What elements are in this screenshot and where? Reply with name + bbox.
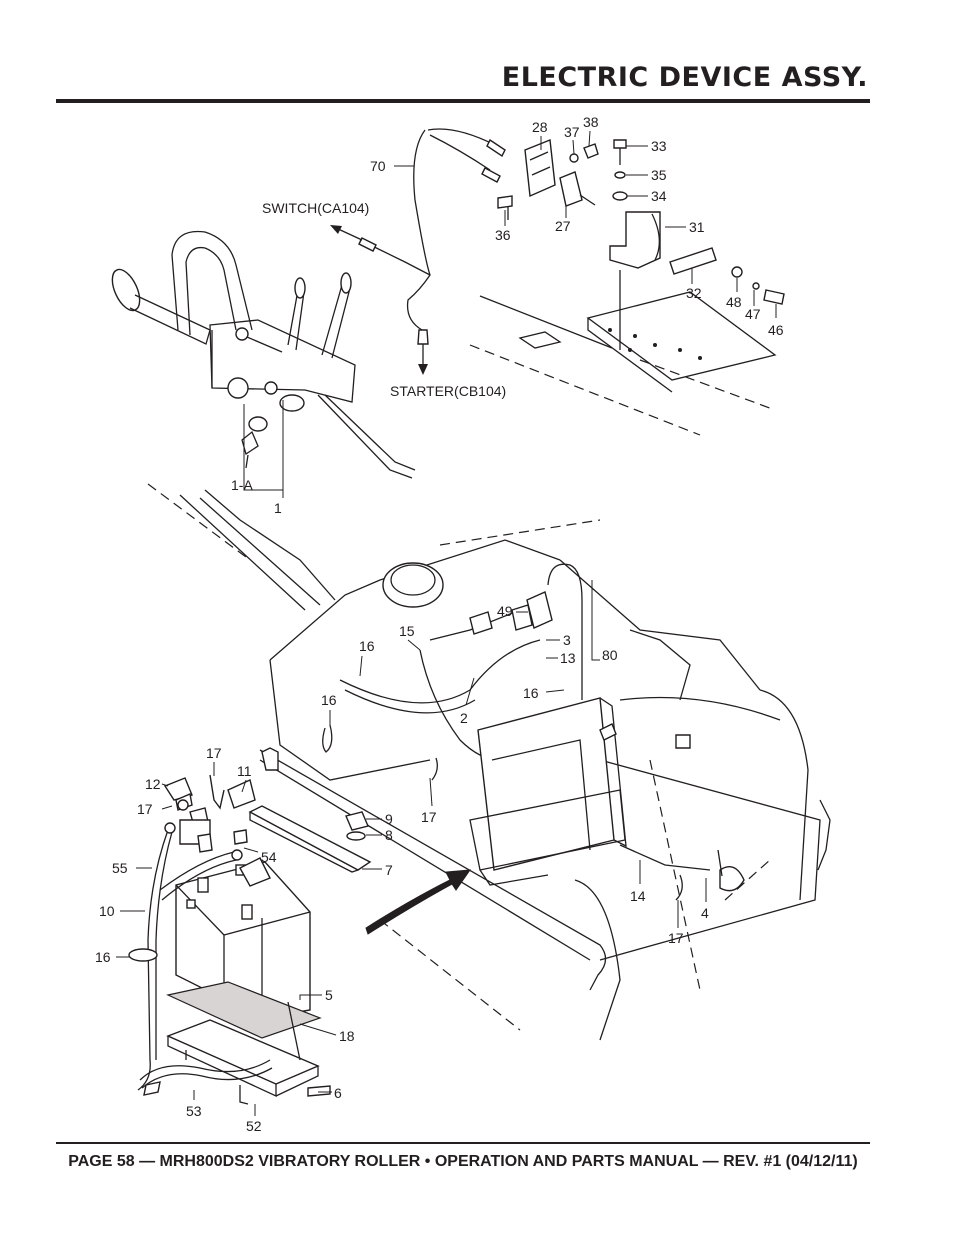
callout-36: 36 [495, 227, 511, 243]
page-footer: PAGE 58 — MRH800DS2 VIBRATORY ROLLER • O… [68, 1153, 858, 1170]
callout-38: 38 [583, 114, 599, 130]
callout-54: 54 [261, 849, 277, 865]
callout-17-right: 17 [668, 930, 684, 946]
callout-52: 52 [246, 1118, 262, 1134]
callout-49: 49 [497, 603, 513, 619]
battery-cables [128, 822, 273, 1096]
footer-rule [56, 1142, 870, 1144]
callout-16-top: 16 [359, 638, 375, 654]
callout-11: 11 [237, 763, 252, 779]
callout-28: 28 [532, 119, 548, 135]
battery-exploded [175, 857, 311, 1019]
relay-bracket-assembly [497, 139, 785, 350]
callout-48: 48 [726, 294, 742, 310]
control-handle-assembly [111, 230, 416, 561]
connection-arrows [330, 225, 428, 375]
callout-32: 32 [686, 285, 702, 301]
callout-10: 10 [99, 903, 115, 919]
switch-connection-label: SWITCH(CA104) [262, 200, 369, 216]
callout-2: 2 [460, 710, 468, 726]
leader-lines [116, 130, 777, 1116]
page-title: ELECTRIC DEVICE ASSY. [501, 62, 868, 93]
callout-37: 37 [564, 124, 580, 140]
small-hardware [163, 774, 369, 1097]
callout-12: 12 [145, 776, 161, 792]
callout-17-top: 17 [206, 745, 222, 761]
callout-70: 70 [370, 158, 386, 174]
callout-17-mid: 17 [421, 809, 437, 825]
callout-53: 53 [186, 1103, 202, 1119]
callout-3: 3 [563, 632, 571, 648]
callout-5: 5 [325, 987, 333, 1003]
cable-70 [358, 128, 506, 345]
callout-35: 35 [651, 167, 667, 183]
callout-47: 47 [745, 306, 761, 322]
connection-labels: SWITCH(CA104) STARTER(CB104) [262, 200, 506, 399]
callout-16-left: 16 [321, 692, 337, 708]
harness-and-battery-installed [322, 563, 745, 901]
callout-8: 8 [385, 827, 393, 843]
callout-31: 31 [689, 219, 705, 235]
callout-33: 33 [651, 138, 667, 154]
part-callouts: 70 28 37 38 33 35 34 36 27 31 32 48 47 4… [95, 114, 784, 1134]
callout-18: 18 [339, 1028, 355, 1044]
callout-16-mid: 16 [523, 685, 539, 701]
callout-16-bottom: 16 [95, 949, 111, 965]
callout-17-left: 17 [137, 801, 153, 817]
callout-1: 1 [274, 500, 282, 516]
machine-body [179, 489, 831, 1041]
callout-15: 15 [399, 623, 415, 639]
chassis-plate-upper [469, 291, 777, 436]
callout-55: 55 [112, 860, 128, 876]
title-rule [56, 99, 870, 103]
battery-mat [166, 981, 322, 1039]
direction-arrow [365, 869, 472, 935]
callout-34: 34 [651, 188, 667, 204]
callout-7: 7 [385, 862, 393, 878]
callout-46: 46 [768, 322, 784, 338]
callout-6: 6 [334, 1085, 342, 1101]
callout-9: 9 [385, 811, 393, 827]
starter-connection-label: STARTER(CB104) [390, 383, 506, 399]
callout-13: 13 [560, 650, 576, 666]
callout-1-a: 1-A [231, 477, 253, 493]
hold-down-bracket [248, 747, 372, 873]
callout-14: 14 [630, 888, 646, 904]
callout-4: 4 [701, 905, 709, 921]
callout-80: 80 [602, 647, 618, 663]
callout-27: 27 [555, 218, 571, 234]
